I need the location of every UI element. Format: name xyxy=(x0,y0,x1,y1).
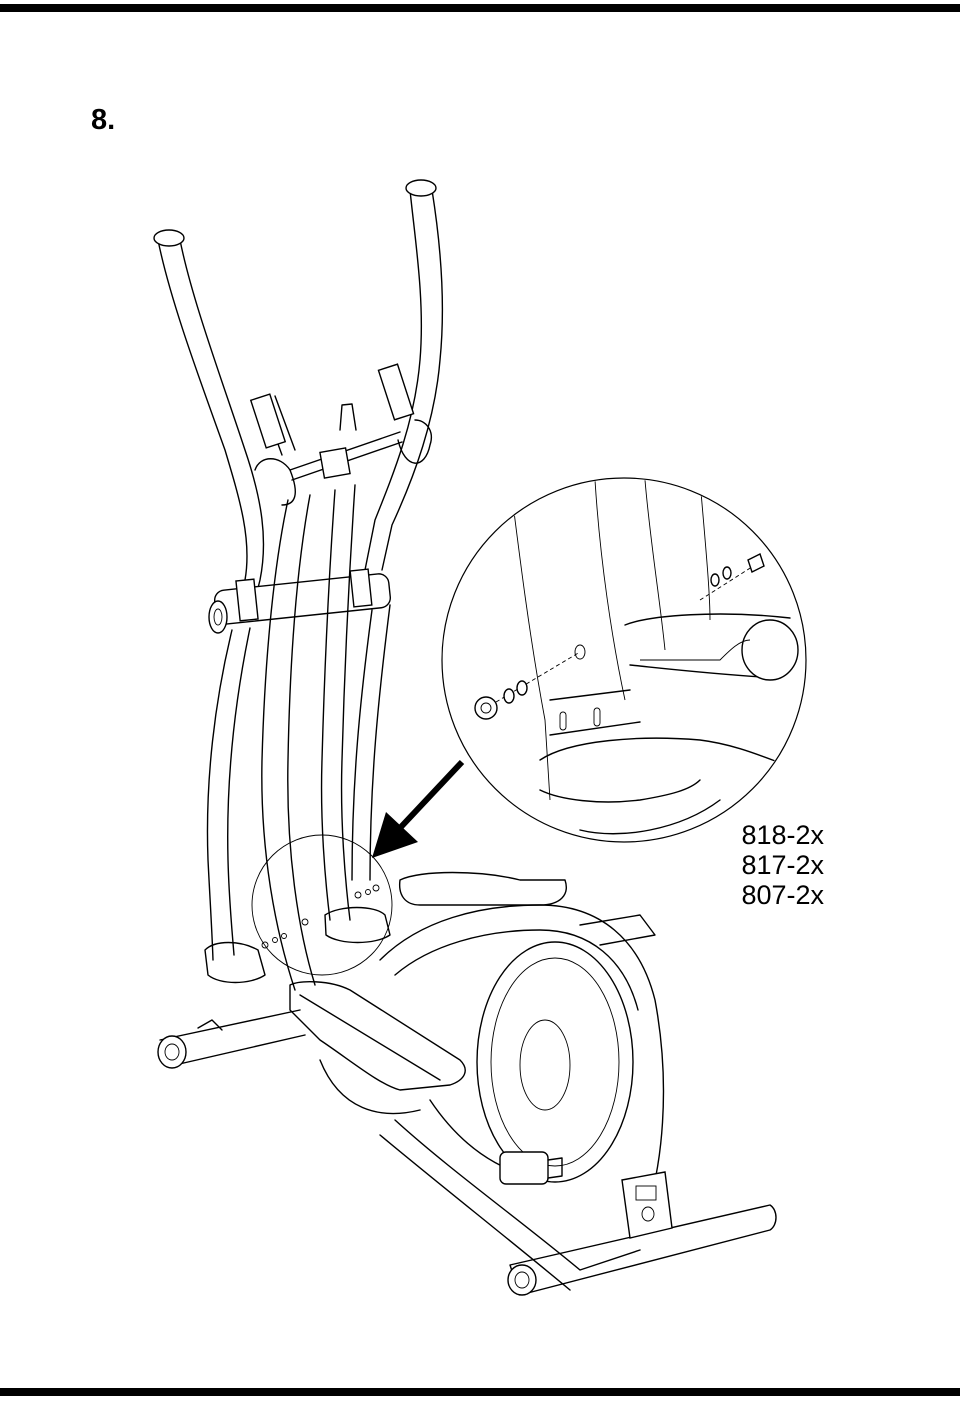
detail-source-circle xyxy=(251,834,393,976)
top-rule xyxy=(0,4,960,12)
step-number: 8. xyxy=(91,104,116,136)
part-code-818: 818-2x xyxy=(741,820,824,850)
elliptical-trainer-illustration xyxy=(153,179,777,1296)
part-code-817: 817-2x xyxy=(741,850,824,880)
detail-magnifier-circle xyxy=(441,477,807,843)
bottom-rule xyxy=(0,1388,960,1396)
part-code-807: 807-2x xyxy=(741,880,824,910)
pointer-arrow-icon xyxy=(372,759,465,858)
small-bolt-set xyxy=(261,884,380,949)
parts-list: 818-2x 817-2x 807-2x xyxy=(724,820,824,910)
